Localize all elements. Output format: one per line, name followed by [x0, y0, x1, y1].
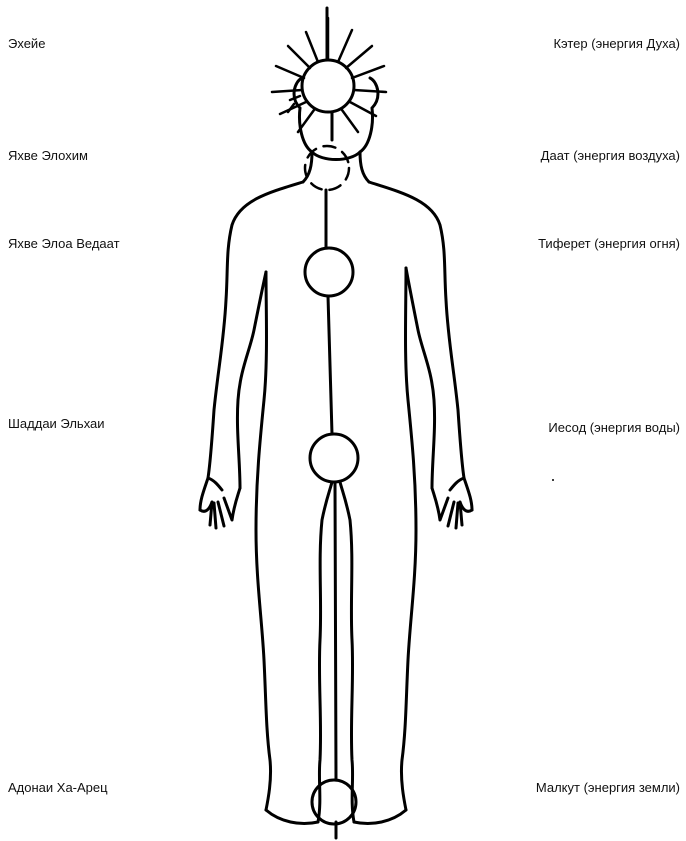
neck-outline [303, 152, 369, 182]
right-arm-inner [406, 268, 435, 488]
central-pillar-low [335, 482, 336, 780]
right-leg-inner [340, 482, 354, 822]
left-foot [266, 810, 318, 824]
central-pillar-mid [328, 296, 332, 434]
left-torso-leg-outer [256, 272, 271, 810]
left-leg-inner [318, 482, 332, 822]
right-arm-outer [369, 182, 472, 510]
left-arm-inner [237, 272, 266, 488]
right-torso-leg-outer [401, 268, 416, 810]
left-arm-outer [200, 182, 303, 510]
right-foot [354, 810, 406, 824]
stray-dot [552, 479, 554, 481]
tiphareth-circle [305, 248, 353, 296]
yesod-circle [310, 434, 358, 482]
kether-rays [272, 18, 386, 132]
